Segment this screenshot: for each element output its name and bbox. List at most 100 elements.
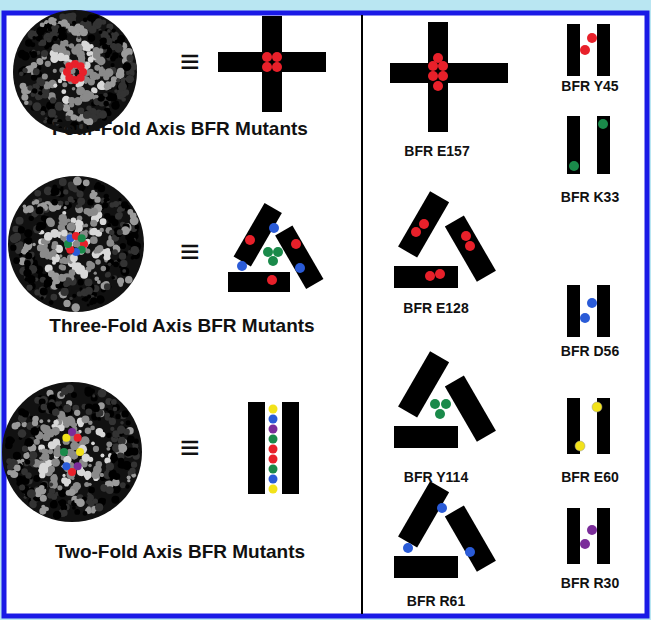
sphere-texture [39, 463, 48, 472]
sphere-texture [25, 459, 30, 464]
sphere-texture [48, 449, 53, 454]
sphere-texture [50, 475, 57, 482]
sphere-texture [62, 474, 65, 477]
sphere-texture [112, 28, 116, 32]
sphere-texture [23, 453, 29, 459]
sphere-texture [84, 482, 89, 487]
sphere-texture [31, 74, 37, 80]
sphere-texture [25, 472, 31, 478]
sphere-texture [41, 111, 46, 116]
sphere-texture [78, 469, 85, 476]
sphere-texture [18, 429, 27, 438]
sphere-texture [63, 182, 66, 185]
sphere-texture [44, 84, 50, 90]
sphere-texture [82, 93, 90, 101]
sphere-texture [6, 440, 9, 443]
sphere-texture [89, 56, 93, 60]
sphere-texture [5, 436, 14, 445]
sphere-texture [59, 499, 66, 506]
sphere-texture [41, 50, 48, 57]
sphere-texture [78, 55, 85, 62]
sphere-texture [24, 100, 29, 105]
sphere-texture [84, 278, 92, 286]
sphere-texture [104, 254, 110, 260]
sphere-texture [112, 249, 118, 255]
sphere-texture [39, 485, 45, 491]
sphere-texture [105, 82, 112, 89]
sphere-texture [27, 85, 32, 90]
sphere-texture [76, 191, 83, 198]
sphere-texture [108, 418, 111, 421]
sphere-texture [89, 35, 92, 38]
sphere-texture [98, 389, 107, 398]
sphere-texture [121, 201, 128, 208]
mutant-label: BFR R30 [561, 576, 619, 591]
sphere-texture [47, 38, 52, 43]
sphere-texture [111, 399, 117, 405]
sphere-texture [61, 288, 69, 296]
sphere-texture [63, 98, 68, 103]
fourfold-symbol [218, 16, 326, 112]
sphere-texture [82, 454, 90, 462]
sphere-texture [58, 200, 63, 205]
sphere-texture [58, 221, 62, 225]
sphere-texture [76, 220, 81, 225]
sphere-texture [29, 216, 34, 221]
sphere-texture [120, 260, 127, 267]
sphere-texture [33, 68, 40, 75]
sphere-texture [106, 447, 110, 451]
sphere-texture [36, 222, 44, 230]
sphere-texture [100, 80, 104, 84]
sphere-texture [121, 97, 126, 102]
sphere-texture [87, 199, 93, 205]
panel-caption: Two-Fold Axis BFR Mutants [55, 542, 305, 563]
sphere-texture [59, 264, 64, 269]
sphere-texture [127, 436, 135, 444]
sphere-texture [52, 199, 58, 205]
sphere-texture [121, 410, 128, 417]
sphere-body [13, 10, 137, 134]
sphere-texture [99, 30, 103, 34]
sphere-texture [53, 69, 57, 73]
sphere-texture [104, 283, 111, 290]
sphere-texture [94, 271, 97, 274]
sphere-texture [39, 449, 42, 452]
sphere-texture [118, 444, 127, 453]
sphere-texture [21, 52, 30, 61]
sphere-texture [50, 81, 54, 85]
sphere-texture [102, 202, 108, 208]
sphere-texture [49, 300, 54, 305]
sphere-texture [48, 270, 55, 277]
sphere-texture [25, 438, 34, 447]
sphere-texture [99, 39, 102, 42]
sphere-texture [106, 442, 112, 448]
sphere-texture [27, 489, 36, 498]
sphere-texture [103, 498, 106, 501]
sphere-texture [127, 55, 134, 62]
sphere-texture [21, 94, 28, 101]
sphere-texture [96, 182, 101, 187]
mutant-label: BFR K33 [561, 190, 619, 205]
r30-symbol [567, 508, 610, 564]
mutation-dot [62, 434, 70, 442]
sphere-texture [35, 84, 40, 89]
sphere-texture [91, 441, 95, 445]
sphere-texture [106, 433, 111, 438]
sphere-texture [63, 405, 71, 413]
sphere-texture [87, 14, 94, 21]
sphere-texture [71, 303, 80, 312]
sphere-texture [13, 233, 21, 241]
sphere-texture [71, 477, 74, 480]
sphere-texture [119, 433, 123, 437]
k33-symbol [567, 116, 610, 174]
twofold-symbol [248, 402, 299, 494]
sphere-texture [40, 250, 48, 258]
sphere-texture [87, 494, 94, 501]
sphere-texture [87, 506, 91, 510]
sphere-texture [61, 230, 68, 237]
sphere-texture [119, 252, 126, 259]
mutant-label: BFR E157 [404, 144, 469, 159]
sphere-texture [100, 66, 103, 69]
sphere-texture [95, 259, 101, 265]
